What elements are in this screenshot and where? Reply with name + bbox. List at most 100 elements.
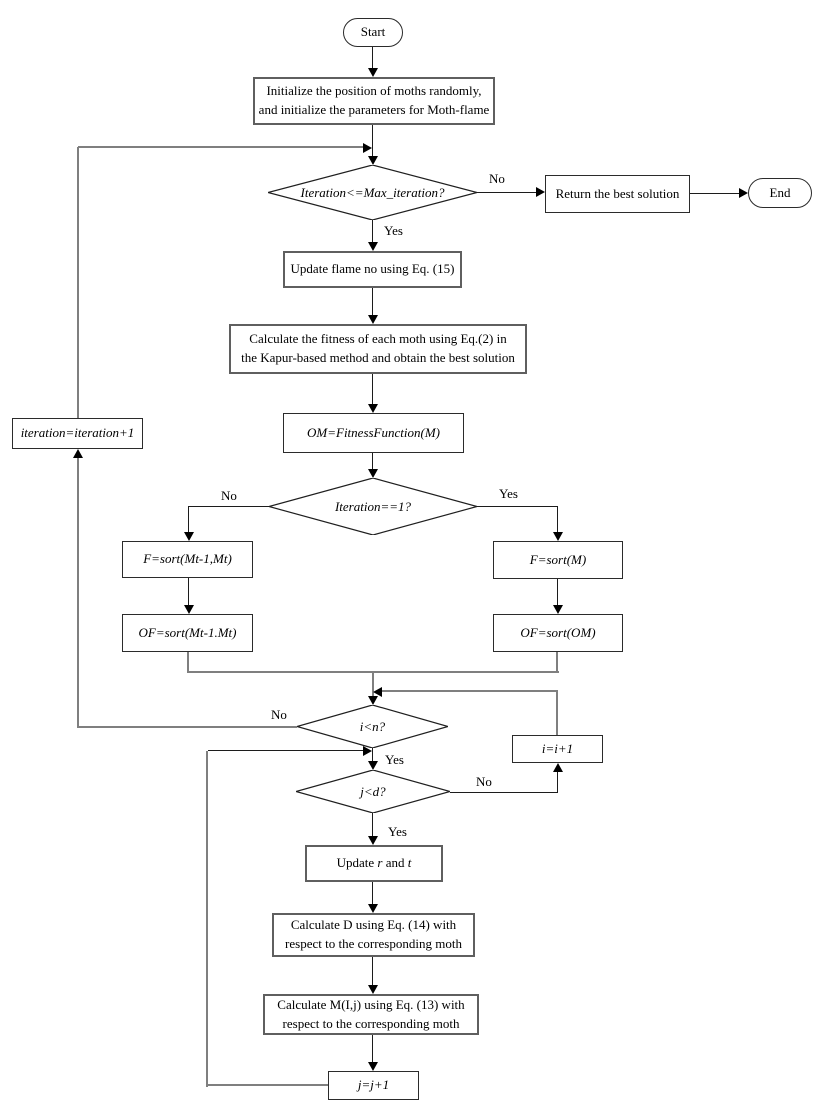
node-initialize-line2: and initialize the parameters for Moth-f… bbox=[258, 102, 490, 117]
flow-line bbox=[557, 772, 558, 793]
arrowhead bbox=[368, 156, 378, 165]
arrowhead bbox=[553, 763, 563, 772]
node-om-fitness-function-label: OM=FitnessFunction(M) bbox=[307, 424, 440, 440]
node-i-increment-label: i=i+1 bbox=[541, 740, 574, 756]
node-initialize: Initialize the position of moths randoml… bbox=[253, 77, 495, 125]
decision-iteration-max: Iteration<=Max_iteration? bbox=[268, 165, 477, 220]
edge-label-no: No bbox=[221, 488, 237, 503]
flow-line bbox=[556, 692, 558, 735]
node-f-sort-m: F=sort(M) bbox=[493, 541, 623, 579]
arrowhead bbox=[373, 687, 382, 697]
node-return-best-solution-label: Return the best solution bbox=[555, 185, 680, 201]
decision-iteration-equals-one: Iteration==1? bbox=[269, 478, 477, 535]
flow-line bbox=[382, 690, 558, 692]
node-i-increment: i=i+1 bbox=[512, 735, 603, 763]
flow-line bbox=[187, 652, 189, 672]
node-initialize-line1: Initialize the position of moths randoml… bbox=[266, 83, 482, 99]
arrowhead bbox=[368, 904, 378, 913]
flow-line bbox=[477, 506, 558, 507]
arrowhead bbox=[368, 469, 378, 478]
flow-line bbox=[372, 813, 373, 837]
arrowhead bbox=[368, 1062, 378, 1071]
node-start: Start bbox=[343, 18, 403, 47]
node-end: End bbox=[748, 178, 812, 208]
node-start-label: Start bbox=[360, 24, 386, 40]
flow-line bbox=[372, 453, 373, 470]
flow-line bbox=[372, 220, 373, 243]
flow-line bbox=[557, 506, 558, 532]
arrowhead bbox=[73, 449, 83, 458]
node-iteration-increment: iteration=iteration+1 bbox=[12, 418, 143, 449]
node-f-sort-m-label: F=sort(M) bbox=[529, 551, 587, 567]
arrowhead bbox=[368, 315, 378, 324]
flow-line bbox=[208, 750, 364, 751]
flow-line bbox=[557, 579, 558, 605]
decision-i-less-than-n: i<n? bbox=[297, 705, 448, 748]
flow-line bbox=[372, 748, 373, 762]
flow-line bbox=[690, 193, 739, 194]
node-update-flame: Update flame no using Eq. (15) bbox=[283, 251, 462, 288]
arrowhead bbox=[368, 68, 378, 77]
node-calc-fitness: Calculate the fitness of each moth using… bbox=[229, 324, 527, 374]
flow-line bbox=[477, 192, 536, 193]
node-update-flame-label: Update flame no using Eq. (15) bbox=[290, 261, 455, 277]
flow-line bbox=[372, 125, 373, 157]
node-of-sort-prev-label: OF=sort(Mt-1.Mt) bbox=[138, 624, 237, 640]
node-calc-m-line1: Calculate M(I,j) using Eq. (13) with bbox=[277, 996, 465, 1012]
update-r-t-var-r: r bbox=[377, 855, 383, 871]
arrowhead bbox=[363, 746, 372, 756]
arrowhead bbox=[184, 605, 194, 614]
edge-label-yes: Yes bbox=[384, 223, 403, 238]
arrowhead bbox=[368, 404, 378, 413]
node-calc-d: Calculate D using Eq. (14) with respect … bbox=[272, 913, 475, 957]
node-iteration-increment-label: iteration=iteration+1 bbox=[20, 425, 135, 441]
flow-line bbox=[77, 147, 79, 418]
flow-line bbox=[77, 457, 79, 728]
decision-j-less-than-d: j<d? bbox=[296, 770, 450, 813]
update-r-t-var-t: t bbox=[407, 855, 412, 871]
edge-label-no: No bbox=[271, 707, 287, 722]
flow-line bbox=[372, 288, 373, 316]
node-f-sort-prev: F=sort(Mt-1,Mt) bbox=[122, 541, 253, 578]
arrowhead bbox=[368, 761, 378, 770]
node-calc-d-line1: Calculate D using Eq. (14) with bbox=[290, 917, 457, 933]
flow-line bbox=[372, 1035, 373, 1063]
flow-line bbox=[372, 957, 373, 986]
arrowhead bbox=[368, 985, 378, 994]
node-calc-d-line2: respect to the corresponding moth bbox=[285, 936, 462, 951]
node-calc-fitness-line2: the Kapur-based method and obtain the be… bbox=[241, 350, 515, 365]
flow-line bbox=[207, 1084, 328, 1086]
diamond-shape bbox=[269, 478, 477, 535]
node-j-increment-label: j=j+1 bbox=[357, 1077, 390, 1093]
edge-label-yes: Yes bbox=[388, 824, 407, 839]
decision-iteration-max-label: Iteration<=Max_iteration? bbox=[300, 184, 445, 200]
arrowhead bbox=[368, 242, 378, 251]
node-calc-fitness-line1: Calculate the fitness of each moth using… bbox=[249, 331, 507, 347]
node-update-r-t-label: Update r and t bbox=[337, 854, 412, 873]
decision-i-less-than-n-label: i<n? bbox=[359, 718, 386, 734]
arrowhead bbox=[739, 188, 748, 198]
flow-line bbox=[450, 792, 558, 793]
diamond-shape bbox=[296, 770, 450, 813]
flow-line bbox=[188, 506, 269, 507]
edge-label-yes: Yes bbox=[385, 752, 404, 767]
node-of-sort-om: OF=sort(OM) bbox=[493, 614, 623, 652]
update-r-t-text: Update bbox=[336, 855, 378, 871]
flow-line bbox=[206, 751, 208, 1087]
flow-line bbox=[556, 652, 558, 672]
edge-label-yes: Yes bbox=[499, 486, 518, 501]
node-j-increment: j=j+1 bbox=[328, 1071, 419, 1100]
node-calc-m-line2: respect to the corresponding moth bbox=[282, 1015, 460, 1031]
decision-j-less-than-d-label: j<d? bbox=[360, 783, 386, 799]
node-end-label: End bbox=[769, 184, 791, 200]
diamond-shape bbox=[268, 165, 477, 220]
flow-line bbox=[372, 374, 373, 405]
node-update-r-t: Update r and t bbox=[305, 845, 443, 882]
flow-line bbox=[188, 506, 189, 532]
flow-line bbox=[188, 578, 189, 605]
diamond-shape bbox=[297, 705, 448, 748]
node-of-sort-prev: OF=sort(Mt-1.Mt) bbox=[122, 614, 253, 652]
node-return-best-solution: Return the best solution bbox=[545, 175, 690, 213]
arrowhead bbox=[368, 696, 378, 705]
